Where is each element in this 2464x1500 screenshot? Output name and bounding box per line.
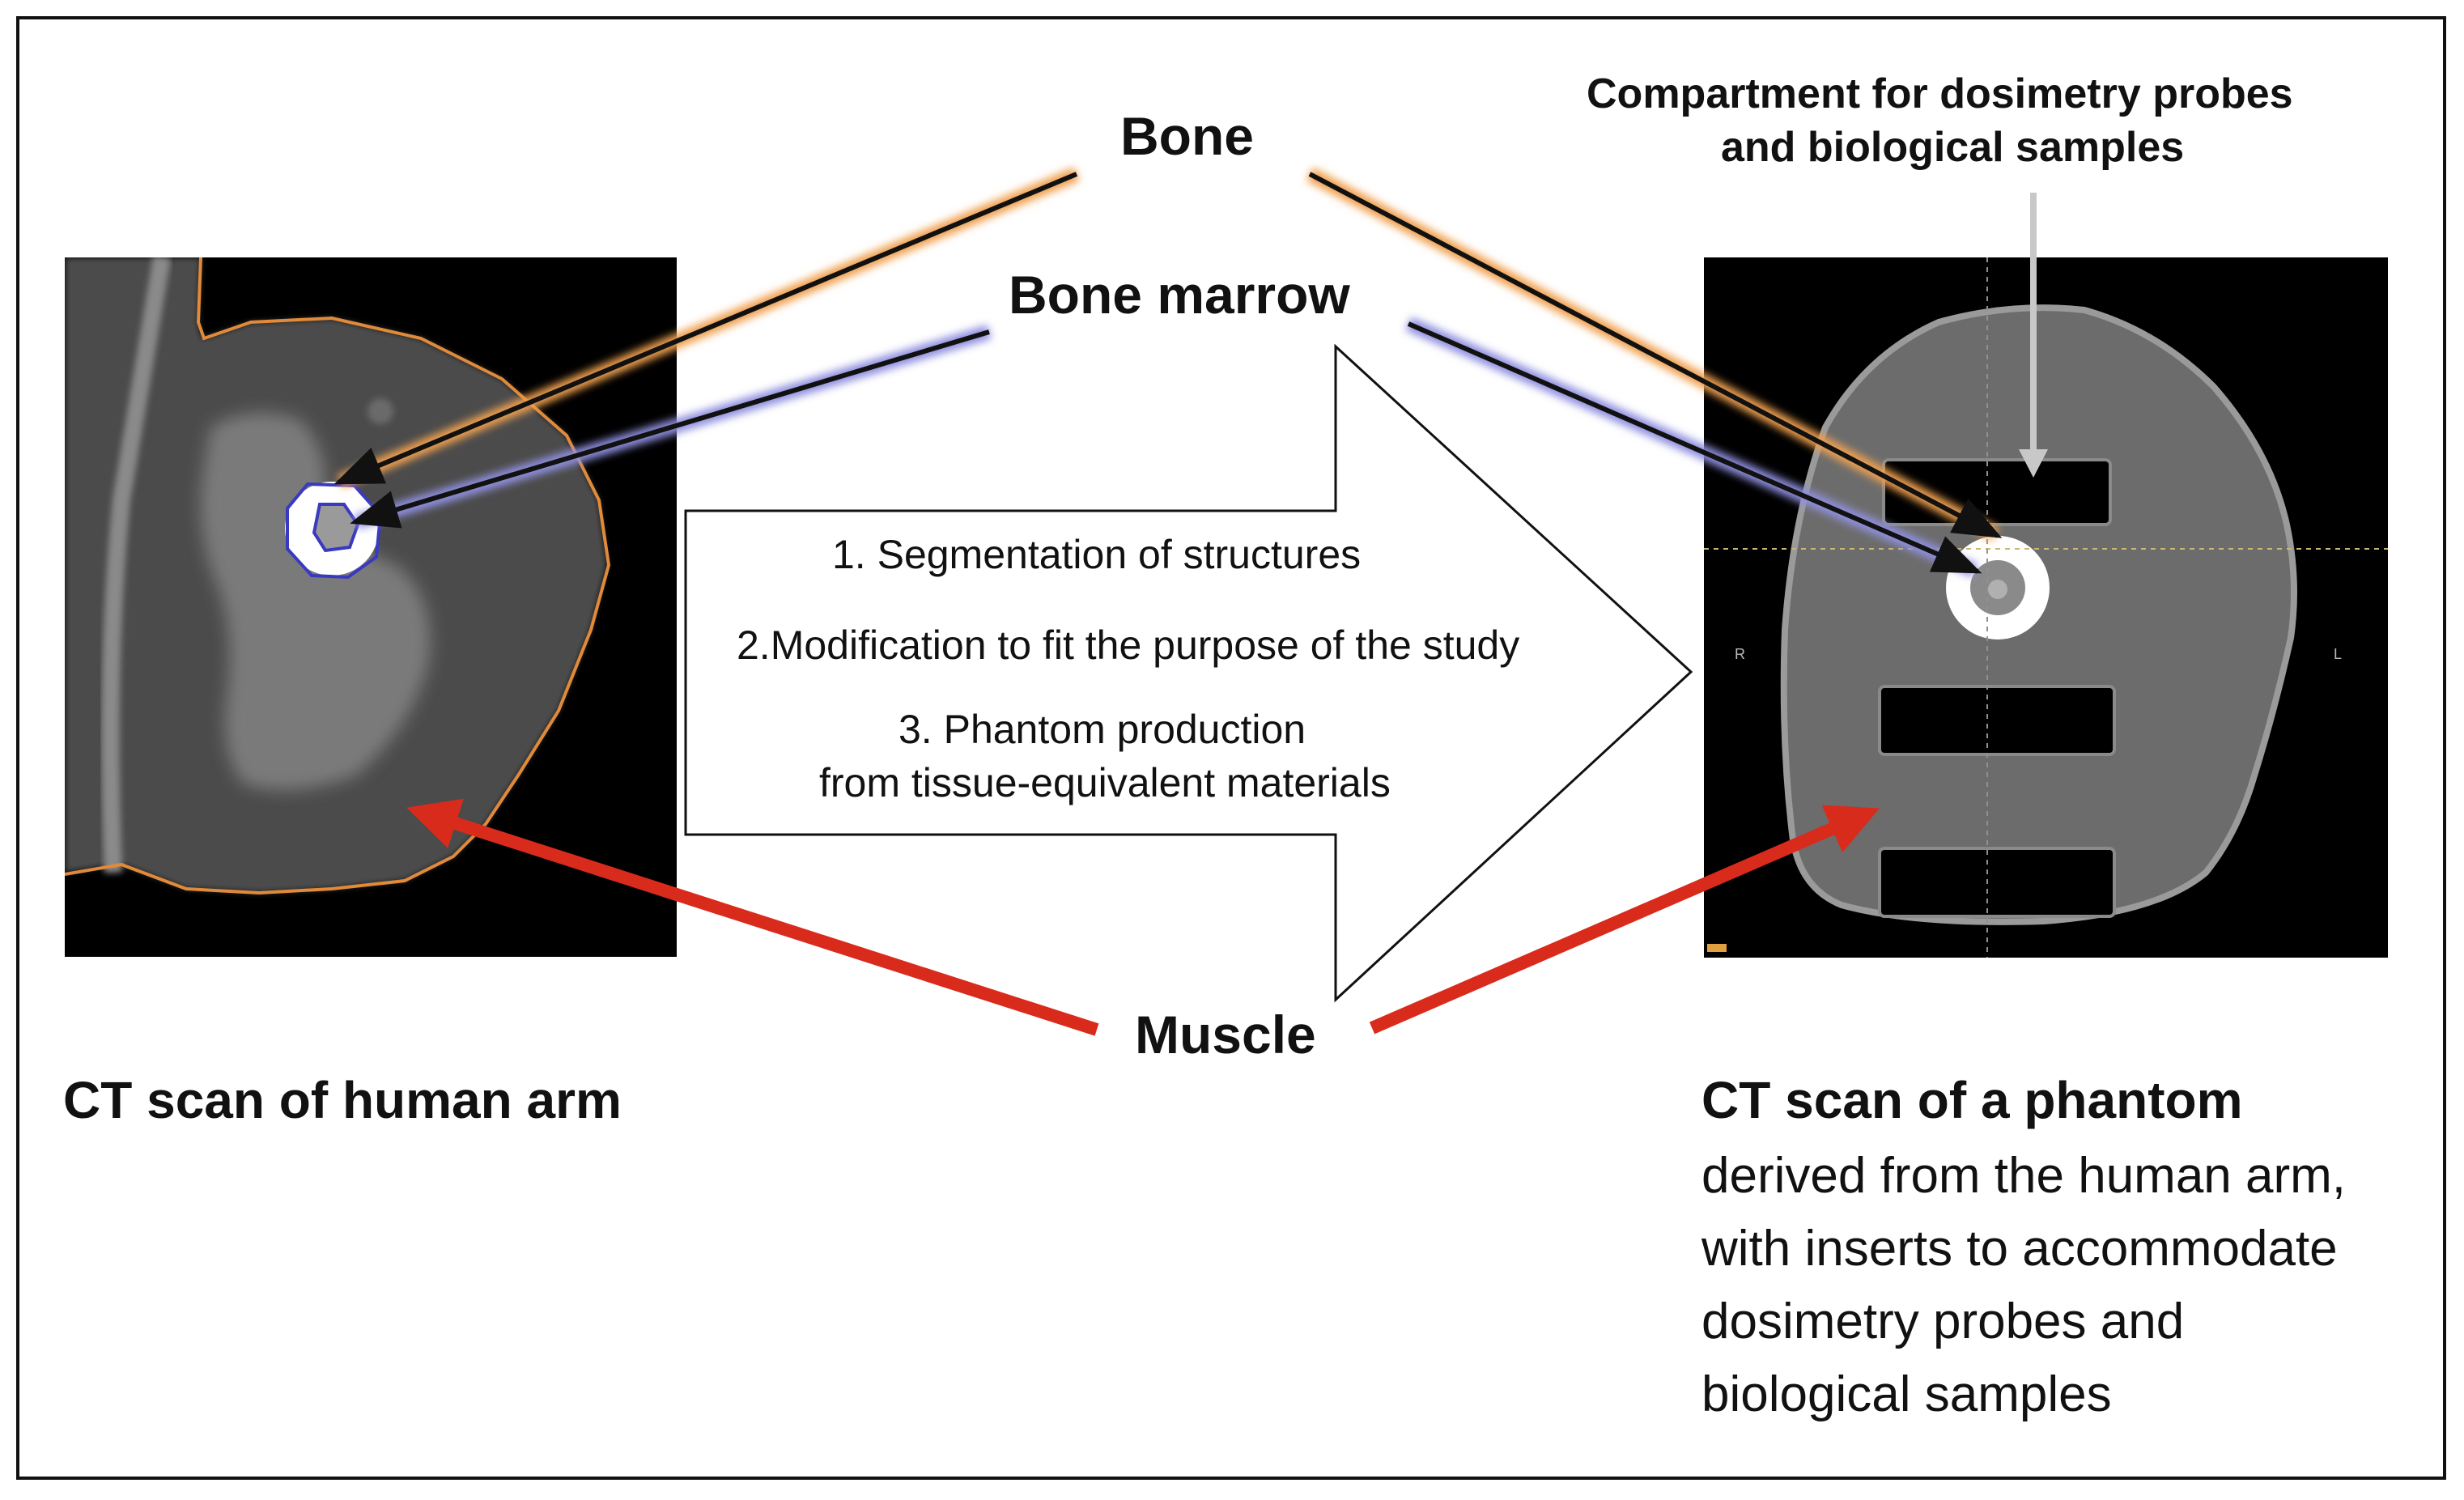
bone-marrow-label: Bone marrow xyxy=(1009,265,1350,325)
muscle-label: Muscle xyxy=(1135,1005,1316,1064)
bone-label: Bone xyxy=(1120,106,1254,166)
left-caption: CT scan of human arm xyxy=(63,1071,622,1129)
compartment-label-line2: and biological samples xyxy=(1721,124,2185,171)
compartment-label-line1: Compartment for dosimetry probes xyxy=(1587,70,2293,117)
right-caption-line: biological samples xyxy=(1701,1366,2112,1422)
muscle-arrows xyxy=(406,798,1880,1036)
right-caption-line: dosimetry probes and xyxy=(1701,1294,2185,1349)
bone-arrows xyxy=(333,167,2003,541)
phantom-ct-image: R L xyxy=(1704,257,2388,958)
human-arm-ct-image xyxy=(65,257,677,957)
step-3-line2: from tissue-equivalent materials xyxy=(819,760,1391,805)
compartment-arrow xyxy=(2019,193,2048,478)
process-arrow xyxy=(684,344,1693,1003)
figure-frame xyxy=(16,16,2446,1480)
step-1: 1. Segmentation of structures xyxy=(832,532,1362,577)
marker-r: R xyxy=(1735,646,1745,662)
right-caption-body: derived from the human arm, with inserts… xyxy=(1701,1140,2346,1431)
right-caption-line: with inserts to accommodate xyxy=(1701,1221,2338,1277)
bone-marrow-arrows xyxy=(350,317,1982,578)
right-caption-line: derived from the human arm, xyxy=(1701,1148,2347,1204)
step-3-line1: 3. Phantom production xyxy=(899,707,1306,752)
right-caption-title: CT scan of a phantom xyxy=(1701,1071,2243,1129)
marker-l: L xyxy=(2334,646,2342,662)
step-2: 2.Modification to fit the purpose of the… xyxy=(737,623,1520,668)
